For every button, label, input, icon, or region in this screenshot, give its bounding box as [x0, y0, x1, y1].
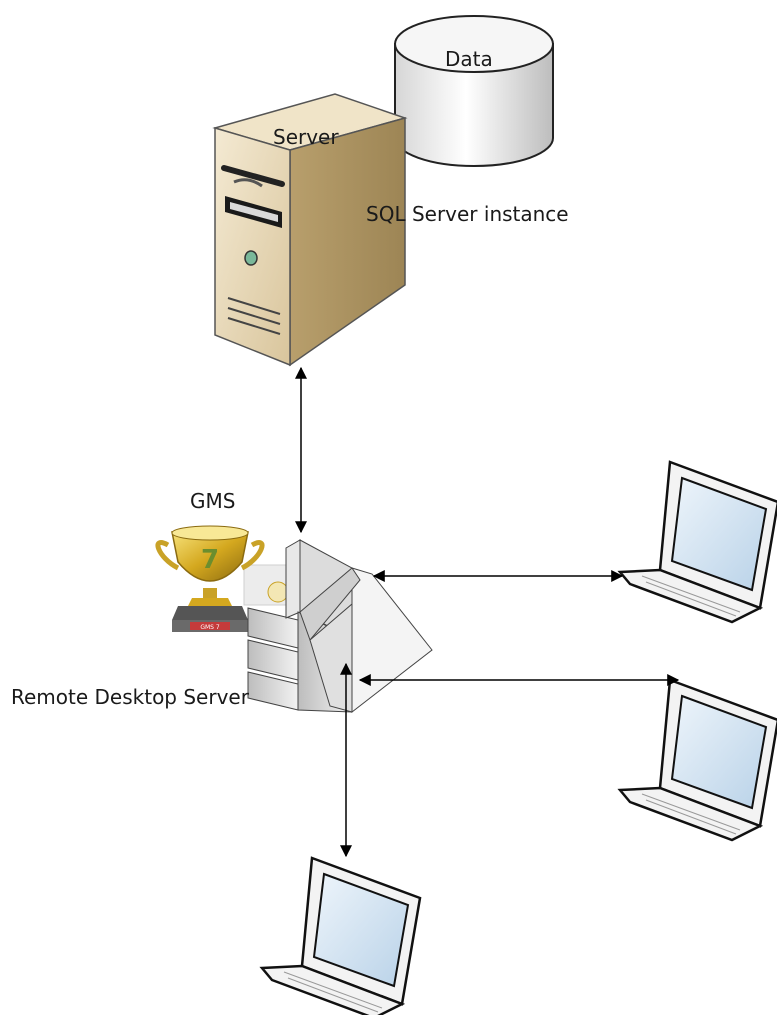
trophy-number: 7 — [201, 545, 219, 575]
data-label: Data — [445, 47, 493, 71]
laptop-icon — [259, 856, 422, 1015]
database-cylinder-icon — [394, 15, 554, 167]
server-label: Server — [273, 125, 339, 149]
laptop-icon — [617, 678, 777, 842]
trophy-plate-text: GMS 7 — [200, 624, 220, 631]
laptop-icon — [617, 460, 777, 624]
remote-desktop-server-label: Remote Desktop Server — [11, 685, 249, 709]
sql-instance-label: SQL Server instance — [366, 202, 569, 226]
trophy-logo-icon: 7 GMS 7 — [155, 525, 289, 632]
tower-server-icon — [212, 93, 408, 367]
gms-label: GMS — [190, 489, 236, 513]
